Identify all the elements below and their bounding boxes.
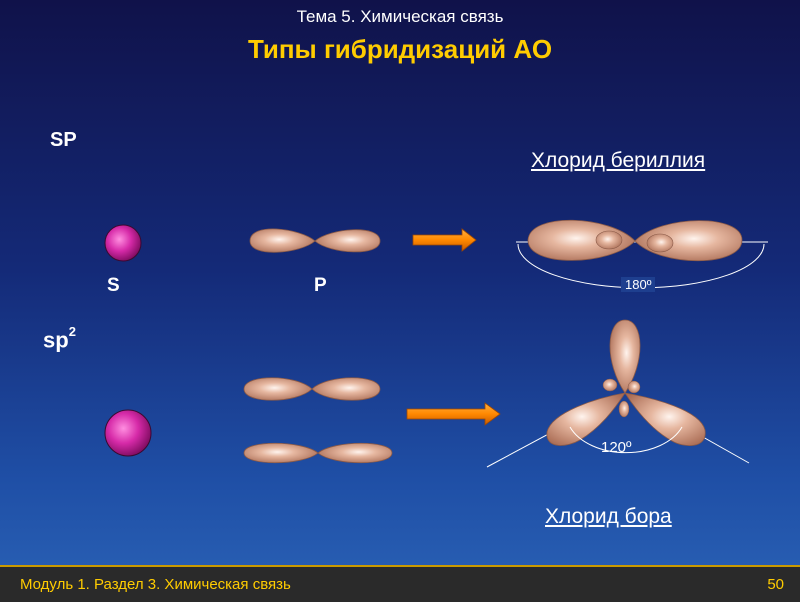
boron-chloride-label: Хлорид бора <box>545 505 672 528</box>
s-orbital-sp2 <box>104 409 152 457</box>
page-number: 50 <box>767 576 784 593</box>
topic-heading: Тема 5. Химическая связь <box>296 7 504 26</box>
slide-title: Типы гибридизаций АО <box>247 34 553 64</box>
p-orbital-sp2-upper <box>243 377 381 401</box>
beryllium-chloride-label: Хлорид бериллия <box>531 149 706 172</box>
s-orbital-sp <box>104 224 142 262</box>
footer-bar: Модуль 1. Раздел 3. Химическая связь 50 <box>0 565 800 602</box>
footer-text: Модуль 1. Раздел 3. Химическая связь <box>20 576 291 593</box>
arrow-sp2 <box>406 402 501 426</box>
sp2-hybridization-label: sp2 <box>43 324 76 353</box>
sp2-label-superscript: 2 <box>68 324 76 339</box>
becl2-hybrid-orbitals <box>516 219 768 289</box>
angle-120-label: 120º <box>601 439 632 456</box>
sp-hybridization-label: SP <box>50 129 77 151</box>
bcl3-hybrid-orbitals <box>486 319 750 468</box>
p-orbital-sp <box>249 228 381 253</box>
angle-180-label: 180º <box>621 277 656 292</box>
p-orbital-label: P <box>314 275 327 296</box>
arrow-sp <box>412 228 477 252</box>
p-orbital-sp2-lower <box>243 442 393 464</box>
s-orbital-label: S <box>107 275 120 296</box>
sp2-label-base: sp <box>43 327 69 353</box>
